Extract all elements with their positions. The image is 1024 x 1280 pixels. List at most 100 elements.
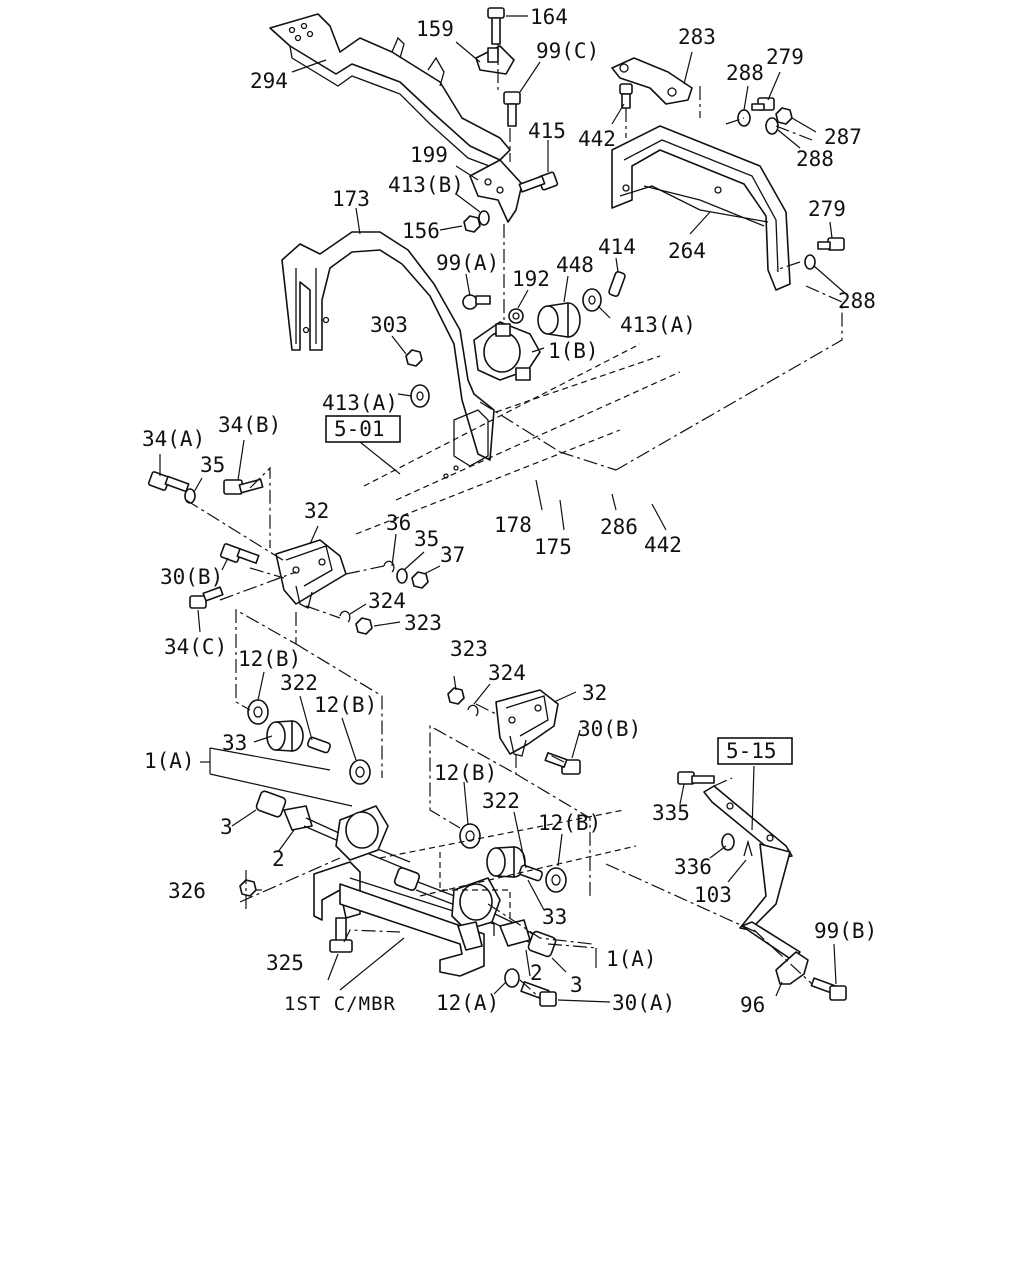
ref-label-5-15: 5-15 xyxy=(726,739,777,763)
nut-156 xyxy=(463,215,481,233)
callout-336: 336 xyxy=(674,855,712,879)
washer-12a xyxy=(504,968,520,988)
bracket-199 xyxy=(469,159,523,223)
cotter-pin-103 xyxy=(743,839,753,857)
callout-442-upper: 442 xyxy=(578,127,616,151)
callout-12b-c: 12(B) xyxy=(434,761,497,785)
bolt-279-b xyxy=(817,237,845,251)
callout-279-a: 279 xyxy=(766,45,804,69)
nut-192 xyxy=(508,308,524,324)
washer-413b xyxy=(478,210,490,226)
pin-322-a xyxy=(306,736,332,754)
callout-175: 175 xyxy=(534,535,572,559)
callout-34a: 34(A) xyxy=(142,427,205,451)
mount-bracket-32-lower xyxy=(495,689,559,757)
callout-325: 325 xyxy=(266,951,304,975)
pin-414 xyxy=(608,271,626,297)
first-crossmember xyxy=(313,861,495,977)
callout-294: 294 xyxy=(250,69,288,93)
callout-99c: 99(C) xyxy=(536,39,599,63)
bolt-325 xyxy=(329,917,353,953)
frame-bracket-294 xyxy=(269,13,511,171)
callout-32-lower: 32 xyxy=(582,681,607,705)
crossmember-264 xyxy=(611,125,791,291)
callout-30b-upper: 30(B) xyxy=(160,565,223,589)
callout-1a-left: 1(A) xyxy=(144,749,195,773)
callout-30b-lower: 30(B) xyxy=(578,717,641,741)
callout-99a: 99(A) xyxy=(436,251,499,275)
callout-413b: 413(B) xyxy=(388,173,464,197)
nut-37 xyxy=(411,571,429,589)
washer-12b-b xyxy=(349,759,371,785)
washer-324-b xyxy=(467,704,479,717)
callout-164: 164 xyxy=(530,5,568,29)
callout-12a: 12(A) xyxy=(436,991,499,1015)
mount-448 xyxy=(537,302,581,338)
callout-12b-b: 12(B) xyxy=(314,693,377,717)
bolt-335 xyxy=(677,771,715,785)
callout-159: 159 xyxy=(416,17,454,41)
bolt-30b-upper xyxy=(219,543,260,564)
callout-34c: 34(C) xyxy=(164,635,227,659)
callout-303: 303 xyxy=(370,313,408,337)
mount-assembly-1a-left xyxy=(255,790,411,871)
callout-103: 103 xyxy=(694,883,732,907)
washer-324-a xyxy=(339,610,351,623)
callout-12b-d: 12(B) xyxy=(538,811,601,835)
callout-3-a: 3 xyxy=(220,815,233,839)
bolt-99c xyxy=(503,91,521,127)
bracket-283 xyxy=(611,57,693,105)
washer-12b-d xyxy=(545,867,567,893)
first-crossmember-label: 1ST C/MBR xyxy=(284,993,396,1015)
callout-288-c: 288 xyxy=(838,289,876,313)
callout-33-a: 33 xyxy=(222,731,247,755)
callout-324-a: 324 xyxy=(368,589,406,613)
insulator-33-b xyxy=(486,846,526,878)
callout-35-a: 35 xyxy=(200,453,225,477)
callout-3-b: 3 xyxy=(570,973,583,997)
bolt-34a xyxy=(147,471,190,493)
callout-96: 96 xyxy=(740,993,765,1017)
bolt-99b xyxy=(810,977,847,1001)
bracket-159 xyxy=(475,45,515,75)
callout-32-upper: 32 xyxy=(304,499,329,523)
frame-173 xyxy=(281,231,495,479)
washer-35-b xyxy=(396,568,408,584)
nut-323-a xyxy=(355,617,373,635)
washer-413a-left xyxy=(410,384,430,408)
callout-326: 326 xyxy=(168,879,206,903)
callout-448: 448 xyxy=(556,253,594,277)
callout-173: 173 xyxy=(332,187,370,211)
nut-287 xyxy=(775,107,793,125)
ref-box-5-15: 5-15 xyxy=(717,737,793,765)
leader-lines xyxy=(159,15,847,1003)
callout-99b: 99(B) xyxy=(814,919,877,943)
bolt-34c xyxy=(189,586,224,609)
housing-1b xyxy=(473,321,541,381)
callout-1b: 1(B) xyxy=(548,339,599,363)
bolt-99a xyxy=(462,294,491,310)
callout-415: 415 xyxy=(528,119,566,143)
nut-326 xyxy=(239,879,257,897)
callout-287: 287 xyxy=(824,125,862,149)
mount-assembly-1a-right xyxy=(393,867,557,958)
ref-label-5-01: 5-01 xyxy=(334,417,385,441)
callout-178: 178 xyxy=(494,513,532,537)
callout-36: 36 xyxy=(386,511,411,535)
callout-30a: 30(A) xyxy=(612,991,675,1015)
ref-box-5-01: 5-01 xyxy=(325,415,401,443)
callout-12b-a: 12(B) xyxy=(238,647,301,671)
callout-414: 414 xyxy=(598,235,636,259)
callout-442-lower: 442 xyxy=(644,533,682,557)
insulator-33-a xyxy=(266,720,304,752)
callout-labels: 164 159 99(C) 294 415 199 413(B) 156 173… xyxy=(142,5,877,1017)
callout-283: 283 xyxy=(678,25,716,49)
washer-336 xyxy=(721,833,735,851)
callout-192: 192 xyxy=(512,267,550,291)
washer-413a-right xyxy=(582,288,602,312)
callout-322-b: 322 xyxy=(482,789,520,813)
callout-156: 156 xyxy=(402,219,440,243)
callout-2-b: 2 xyxy=(530,961,543,985)
callout-279-b: 279 xyxy=(808,197,846,221)
